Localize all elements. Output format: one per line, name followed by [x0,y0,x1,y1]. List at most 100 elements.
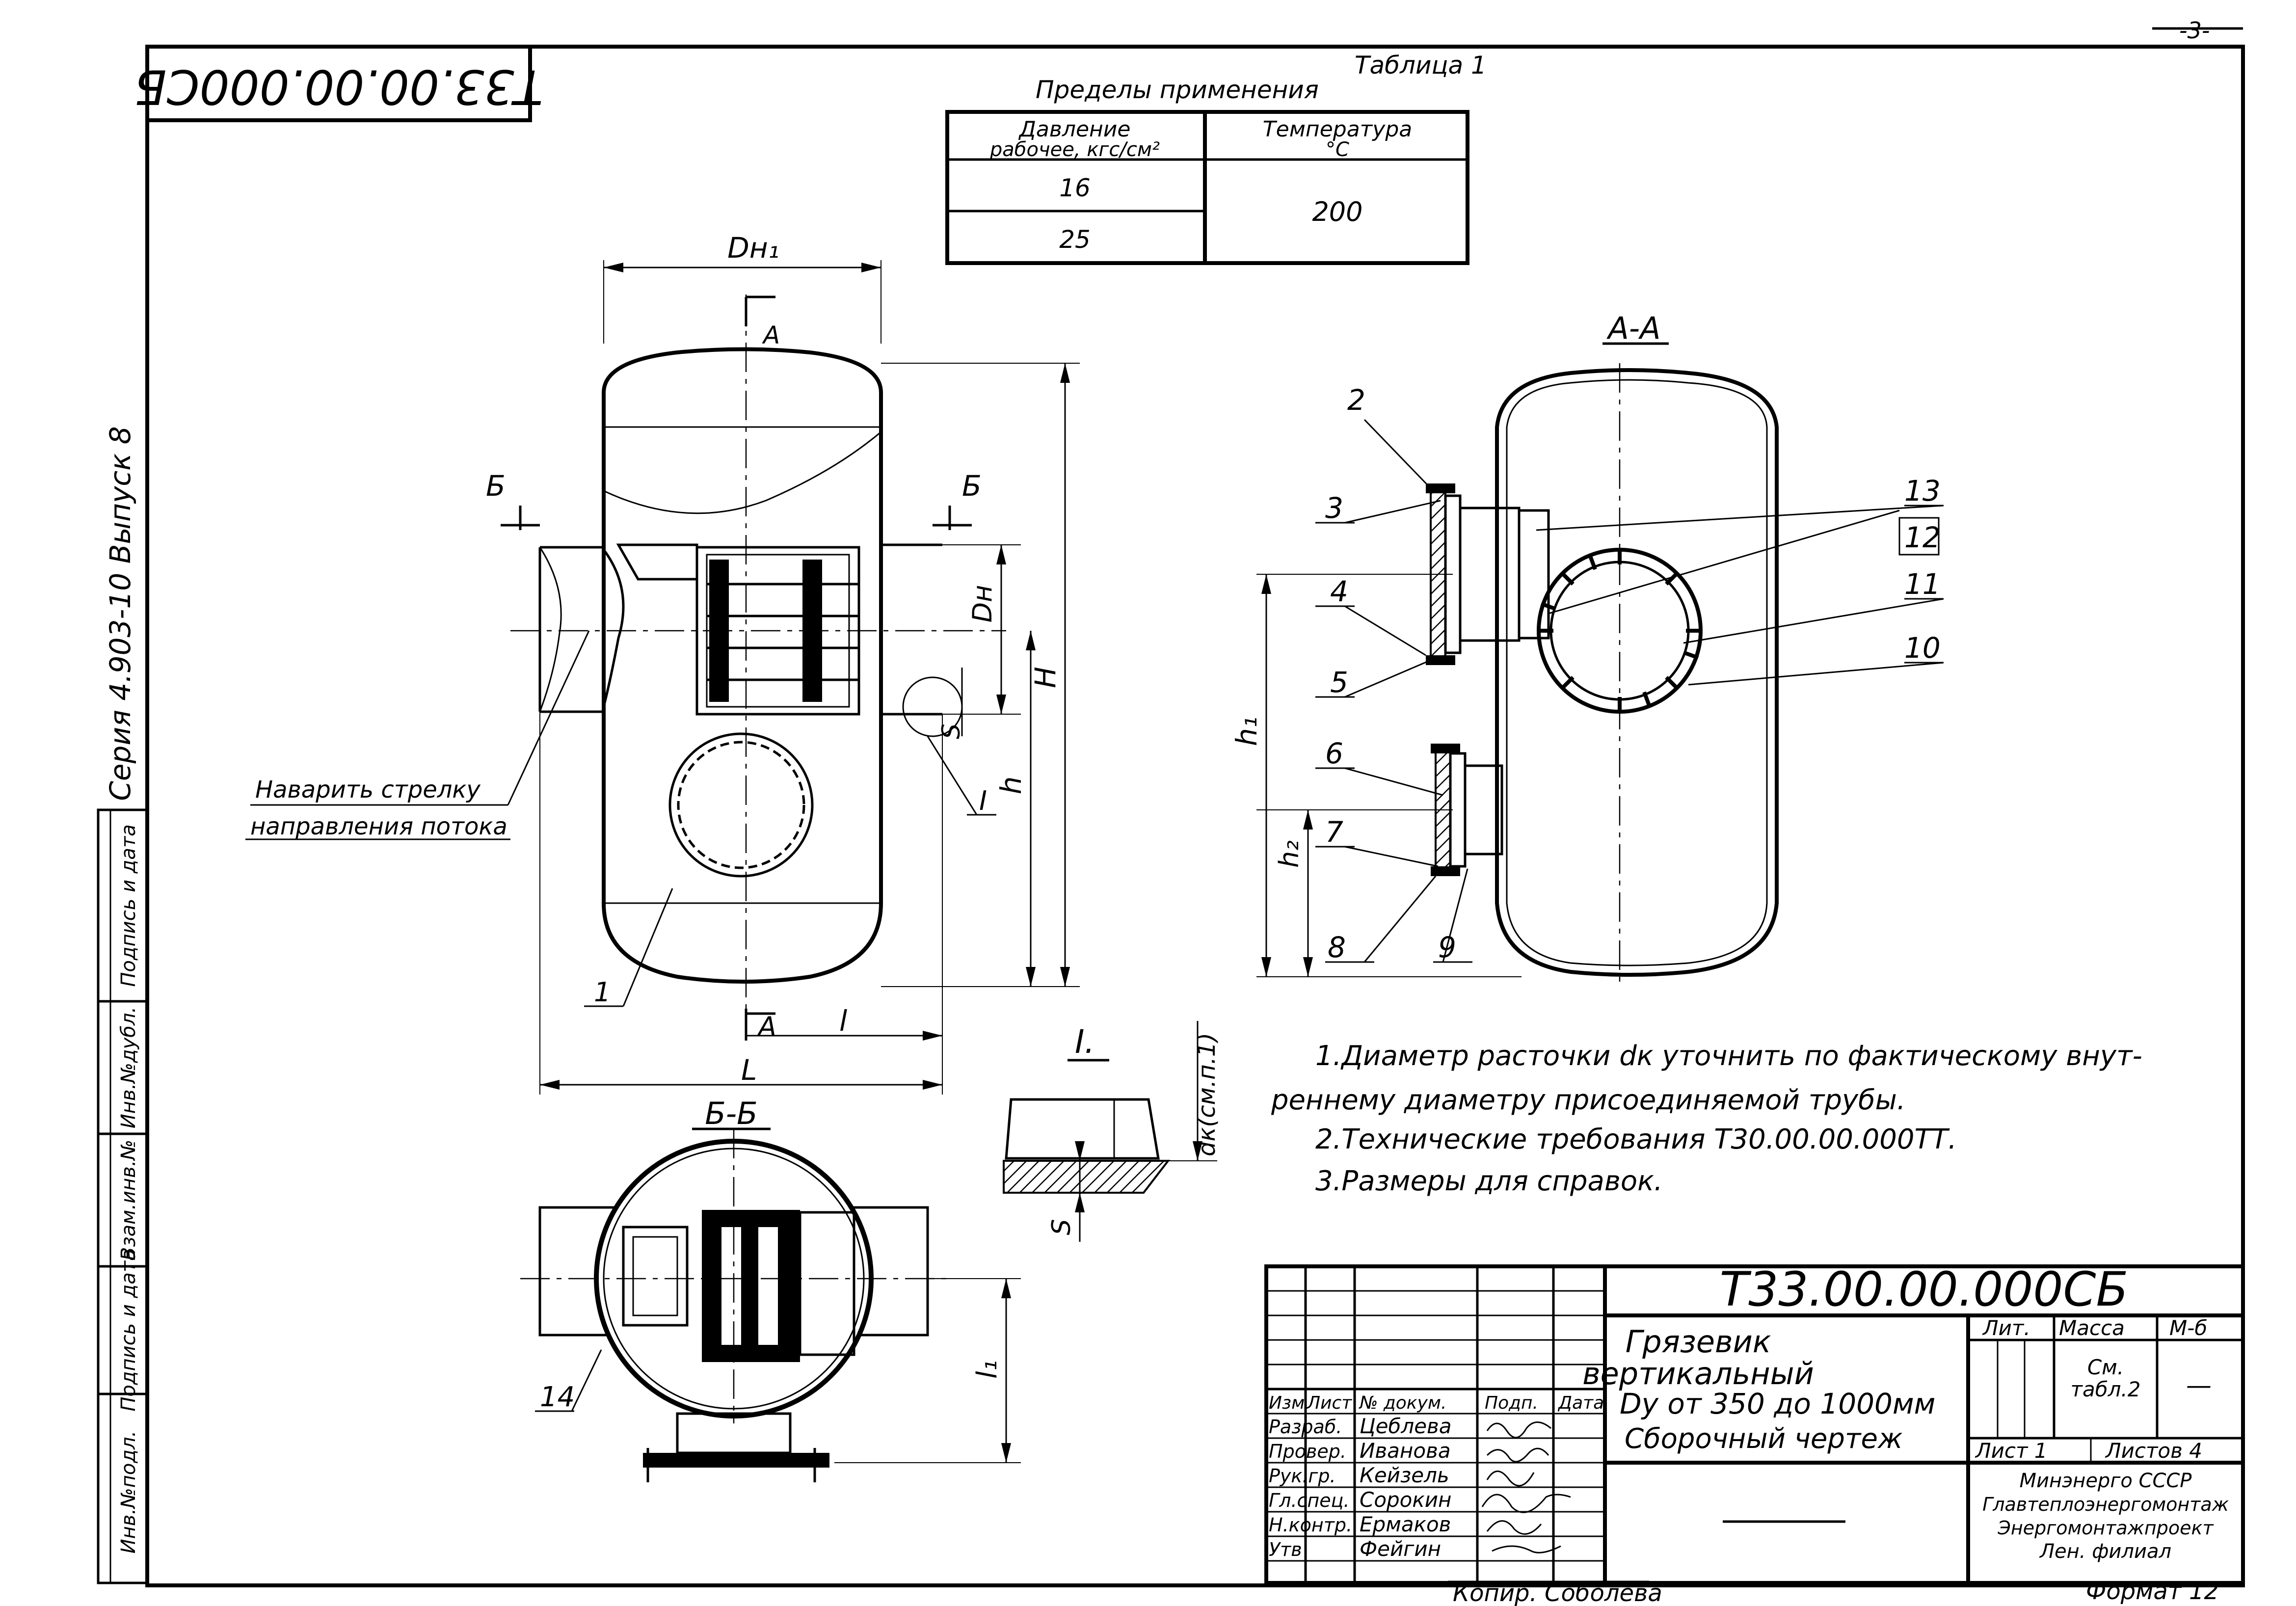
cut-A-bottom: А [757,1011,776,1042]
tb-sheets-label: Листов 4 [2105,1439,2202,1463]
dim-l: l [839,1004,847,1038]
tb-name-l4: Сборочный чертеж [1625,1423,1902,1455]
tb-role-prover: Провер. [1269,1441,1346,1462]
tb-name-nkontr: Ермаков [1360,1512,1451,1536]
tb-name-l1: Грязевик [1626,1324,1771,1360]
part-10: 10 [1904,631,1941,665]
tb-org-l4: Лен. филиал [2039,1540,2171,1563]
cut-B-left: Б [486,469,506,503]
part-6: 6 [1325,737,1343,770]
tb-org-l2: Главтеплоэнергомонтаж [1982,1494,2229,1515]
signatures [1481,1421,1571,1553]
part-14: 14 [540,1381,575,1413]
table-1-pressure-1: 16 [1059,174,1091,202]
tb-role-razrab: Разраб. [1269,1416,1342,1438]
tb-lit-label: Лит. [1982,1316,2030,1340]
title-block: Изм Лист № докум. Подп. Дата Разраб. Про… [1264,1262,2245,1585]
tb-col-date: Дата [1557,1393,1604,1413]
detail-I-dim-s: S [1047,1219,1076,1235]
section-BB-title: Б-Б [705,1096,757,1131]
stamp-cell-inv-podl: Инв.№подл. [117,1431,140,1554]
tb-scale-label: М-б [2169,1316,2207,1340]
note-2: 2.Технические требования Т30.00.00.000ТТ… [1315,1124,1957,1155]
tb-role-glspec: Гл.спец. [1269,1490,1350,1511]
tb-col-izm: Изм [1269,1393,1305,1413]
tb-name-l2: вертикальный [1582,1356,1814,1392]
table-1-col2-header-l2: °С [1326,138,1349,161]
table-1-col1-header-l2: рабочее, кгс/см² [989,138,1160,161]
part-1-label: 1 [594,977,611,1008]
tb-designation: Т33.00.00.000СБ [1720,1262,2129,1317]
rotated-number-box [145,45,532,122]
manhole [668,732,814,878]
dim-h1: h₁ [1230,717,1263,746]
table-1: Таблица 1 Пределы применения Давление ра… [945,51,1487,265]
dim-l1: l₁ [971,1360,1003,1379]
tb-mass-value-l2: табл.2 [2070,1377,2140,1401]
note-weld-arrow-l1: Наварить стрелку [255,776,481,803]
side-stamp: Инв.№подл. Подпись и дата Взам.инв.№ Инв… [97,808,149,1584]
part-4: 4 [1330,575,1348,608]
dim-Dn1: Dн₁ [727,231,779,265]
tb-mass-value-l1: См. [2087,1355,2124,1379]
tb-role-ruk: Рук.гр. [1269,1465,1336,1487]
part-9: 9 [1438,931,1456,964]
dim-h: h [994,776,1028,795]
table-1-caption: Таблица 1 [1355,51,1487,80]
detail-I-dim-dk: dк(см.п.1) [1193,1033,1221,1156]
tb-mass-label: Масса [2059,1316,2125,1340]
tb-role-nkontr: Н.контр. [1269,1514,1352,1536]
series-label: Серия 4.903-10 Выпуск 8 [104,426,137,801]
tb-col-doc: № докум. [1359,1393,1446,1413]
main-view: Dн₁ А А Б Б Н h Dн S I [245,231,1080,1095]
note-1-l1: 1.Диаметр расточки dк уточнить по фактич… [1315,1040,2142,1072]
tb-col-sign: Подп. [1485,1393,1538,1413]
note-weld-arrow-l2: направления потока [250,813,507,840]
detail-I: I. dк(см.п.1) S [1003,1021,1221,1242]
cut-A-top: А [762,321,780,349]
part-8: 8 [1328,931,1346,964]
tb-scale-value: — [2186,1371,2212,1400]
dim-Dn: Dн [967,585,998,623]
part-2: 2 [1347,383,1365,417]
stamp-cell-sign-date-1: Подпись и дата [117,1249,140,1411]
page-mark: -3- [2179,17,2210,44]
tb-org-l3: Энергомонтажпроект [1997,1517,2214,1539]
note-3: 3.Размеры для справок. [1315,1165,1663,1197]
detail-I-mark: I [979,785,987,816]
stamp-cell-vzam-inv: Взам.инв.№ [117,1140,140,1260]
table-1-col2-header-l1: Температура [1263,117,1412,142]
stamp-cell-inv-dubl: Инв.№дубл. [117,1007,140,1128]
part-5: 5 [1330,666,1348,699]
dim-H: Н [1029,667,1062,688]
tb-name-utv: Фейгин [1360,1537,1441,1561]
tb-name-razrab: Цеблева [1360,1414,1452,1438]
notes: 1.Диаметр расточки dк уточнить по фактич… [1271,1040,2142,1197]
tb-sheet-label: Лист 1 [1975,1439,2048,1463]
tb-role-utv: Утв [1269,1539,1302,1560]
vessel-shell [602,347,883,984]
part-13: 13 [1904,474,1941,508]
copied-by: Копир. Соболева [1453,1579,1662,1606]
table-1-col1-header-l1: Давление [1018,117,1131,142]
tb-name-ruk: Кейзель [1360,1463,1449,1487]
part-7: 7 [1325,815,1343,849]
dim-h2: h₂ [1274,840,1305,868]
format-label: Формат 12 [2086,1578,2219,1605]
tb-col-list: Лист [1306,1393,1352,1413]
section-AA-title: А-А [1606,310,1660,346]
dim-s-main: S [937,723,965,739]
table-1-title: Пределы применения [1036,76,1319,104]
section-AA: А-А [1230,310,1944,987]
part-12: 12 [1904,521,1941,554]
stamp-cell-sign-date-2: Подпись и дата [117,824,140,987]
part-11: 11 [1904,567,1941,601]
drawing-number-rotated: Т33.00.00.000СБ [134,59,543,114]
table-1-temperature: 200 [1312,196,1362,227]
part-3: 3 [1325,491,1343,525]
dim-L: L [741,1053,757,1087]
section-AA-shell [1495,368,1779,977]
tb-name-prover: Иванова [1360,1439,1451,1463]
section-BB: Б-Б l₁ 14 [520,1096,1021,1482]
